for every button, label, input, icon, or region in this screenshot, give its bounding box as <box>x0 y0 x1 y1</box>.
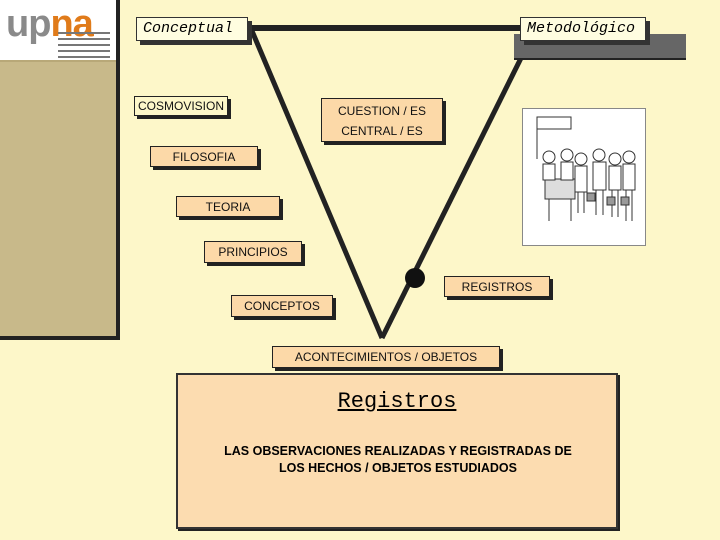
registros-panel: Registros LAS OBSERVACIONES REALIZADAS Y… <box>176 373 618 529</box>
box-principios: PRINCIPIOS <box>204 241 302 263</box>
cartoon-illustration <box>522 108 646 246</box>
header-conceptual: Conceptual <box>136 17 248 41</box>
people-registering-illustration <box>536 116 636 221</box>
box-conceptos: CONCEPTOS <box>231 295 333 317</box>
header-metodologico: Metodológico <box>520 17 646 41</box>
cuestion-line-2: CENTRAL / ES <box>341 124 423 138</box>
panel-description-line-2: LOS HECHOS / OBJETOS ESTUDIADOS <box>278 461 517 475</box>
logo-detail <box>58 44 110 46</box>
logo-detail <box>58 32 110 34</box>
cuestion-line-1: CUESTION / ES <box>337 104 426 118</box>
header-connector <box>248 25 522 31</box>
box-filosofia: FILOSOFIA <box>150 146 258 167</box>
box-cosmovision: COSMOVISION <box>134 96 228 116</box>
panel-description: LAS OBSERVACIONES REALIZADAS Y REGISTRAD… <box>198 443 598 477</box>
box-cuestion-central: CUESTION / ES CENTRAL / ES <box>321 98 443 142</box>
v-right-arm <box>379 38 533 340</box>
registros-dot <box>405 268 425 288</box>
upna-logo: upna <box>0 0 116 62</box>
panel-title: Registros <box>337 389 457 414</box>
box-teoria: TEORIA <box>176 196 280 217</box>
v-left-arm <box>249 30 385 339</box>
logo-detail <box>58 56 110 58</box>
logo-detail <box>58 50 110 52</box>
box-registros: REGISTROS <box>444 276 550 297</box>
logo-detail <box>58 38 110 40</box>
panel-description-line-1: LAS OBSERVACIONES REALIZADAS Y REGISTRAD… <box>224 444 572 458</box>
box-acontecimientos: ACONTECIMIENTOS / OBJETOS <box>272 346 500 368</box>
